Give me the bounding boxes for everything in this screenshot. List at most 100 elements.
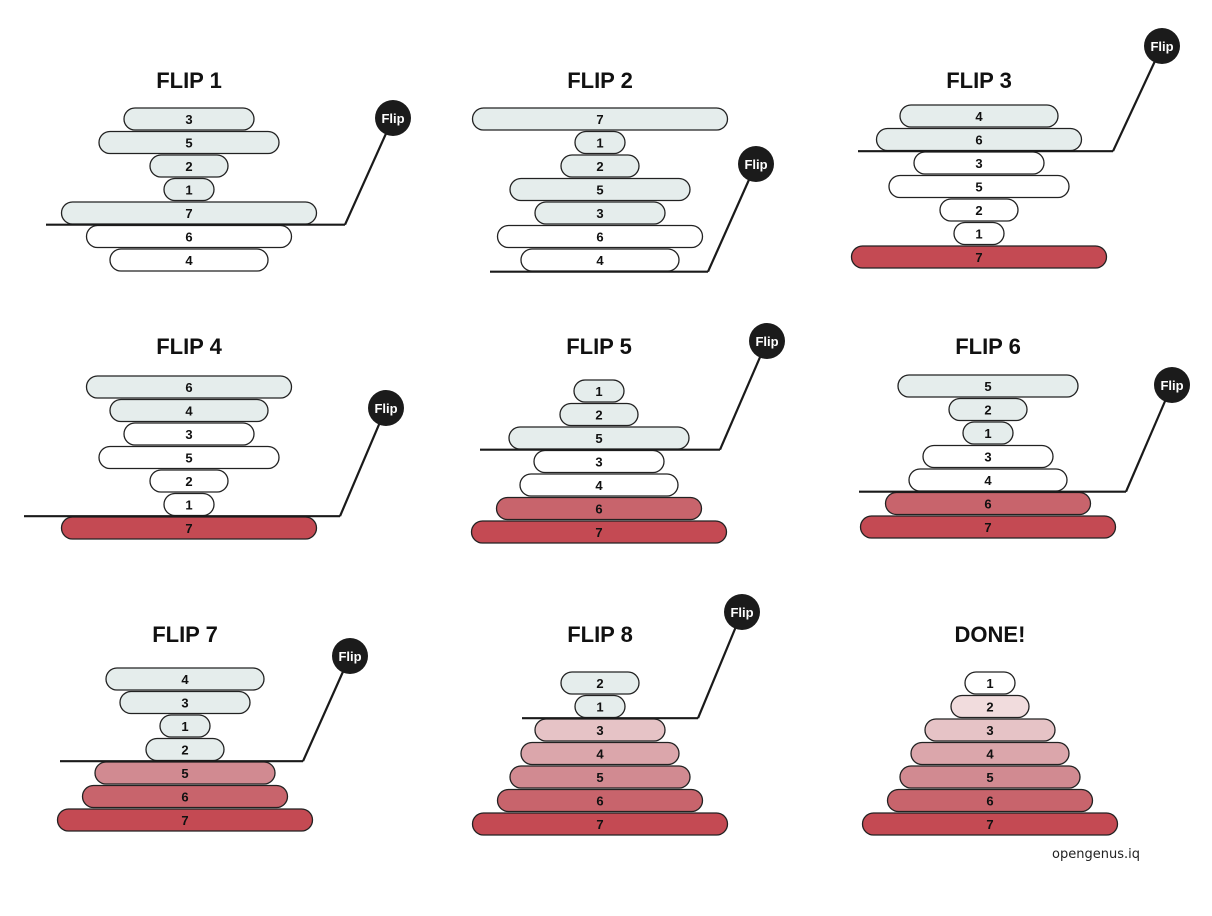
pancake-disk <box>98 130 280 155</box>
panel-title: DONE! <box>955 622 1026 647</box>
pancake-label: 4 <box>596 747 604 762</box>
pancake-disk <box>149 469 229 493</box>
pancake-disk <box>939 198 1019 222</box>
pancake-disk <box>85 375 293 399</box>
pancake-label: 6 <box>975 133 982 148</box>
pancake-disk <box>950 694 1030 719</box>
pancake-label: 1 <box>181 719 188 734</box>
pancake-label: 3 <box>181 696 188 711</box>
pancake-label: 5 <box>185 136 192 151</box>
pancake-disk <box>98 445 280 470</box>
pancake-disk <box>861 812 1119 836</box>
pancake-disk <box>496 788 704 813</box>
pancake-label: 1 <box>595 384 602 399</box>
pancake-label: 1 <box>984 426 991 441</box>
pancake-label: 1 <box>185 183 192 198</box>
pancake-label: 3 <box>984 450 991 465</box>
flip-marker-label: Flip <box>755 334 778 349</box>
pancake-label: 4 <box>596 253 604 268</box>
pancake-label: 5 <box>975 180 982 195</box>
flip-marker-circle <box>738 146 774 182</box>
pancake-disk <box>81 784 289 809</box>
pancake-label: 2 <box>596 676 603 691</box>
pancake-label: 7 <box>984 520 991 535</box>
pancake-label: 3 <box>596 723 603 738</box>
flip-marker-label: Flip <box>374 401 397 416</box>
pancake-disk <box>119 690 251 715</box>
pancake-disk <box>163 177 215 202</box>
pancake-label: 7 <box>595 525 602 540</box>
pancake-label: 3 <box>596 206 603 221</box>
flip-spatula-handle <box>343 117 395 226</box>
pancake-disk <box>899 765 1081 789</box>
flip-marker-circle <box>332 638 368 674</box>
flip-spatula-handle <box>338 407 388 517</box>
flip-marker-circle <box>1154 367 1190 403</box>
flip-marker-label: Flip <box>744 157 767 172</box>
pancake-disk <box>123 422 255 446</box>
flip-spatula-handle <box>1112 45 1163 152</box>
flip-marker-circle <box>375 100 411 136</box>
pancake-disk <box>123 107 255 131</box>
pancake-label: 6 <box>596 794 603 809</box>
pancake-label: 7 <box>185 206 192 221</box>
pancake-label: 1 <box>185 498 192 513</box>
flip-marker-label: Flip <box>338 649 361 664</box>
panel-title: FLIP 6 <box>955 334 1021 359</box>
panel-title: FLIP 2 <box>567 68 633 93</box>
pancake-disk <box>859 515 1117 539</box>
pancake-label: 6 <box>185 380 192 395</box>
pancake-disk <box>899 104 1059 128</box>
flip-marker-circle <box>724 594 760 630</box>
pancake-disk <box>964 671 1016 695</box>
panel-title: FLIP 4 <box>156 334 222 359</box>
pancake-disk <box>953 221 1005 246</box>
pancake-disk <box>496 224 704 249</box>
pancake-disk <box>159 714 211 738</box>
pancake-label: 1 <box>596 700 603 715</box>
pancake-label: 7 <box>181 813 188 828</box>
pancake-disk <box>948 397 1028 422</box>
flip-spatula-handle <box>706 163 758 273</box>
pancake-disk <box>888 174 1070 199</box>
pancake-disk <box>850 245 1108 269</box>
panel-title: FLIP 5 <box>566 334 632 359</box>
flip-marker-label: Flip <box>1150 39 1173 54</box>
pancake-disk <box>105 667 265 691</box>
pancake-disk <box>560 671 640 695</box>
pancake-label: 5 <box>595 431 602 446</box>
pancake-label: 7 <box>596 112 603 127</box>
pancake-disk <box>560 154 640 178</box>
pancake-disk <box>470 520 728 544</box>
flip-marker-label: Flip <box>381 111 404 126</box>
pancake-label: 2 <box>596 159 603 174</box>
credit-text: opengenus.iq <box>1052 847 1140 862</box>
pancake-label: 5 <box>185 451 192 466</box>
flip-spatula-handle <box>696 611 744 719</box>
pancake-disk <box>534 201 666 225</box>
pancake-label: 6 <box>181 790 188 805</box>
flip-spatula-handle <box>718 340 769 451</box>
flip-marker-label: Flip <box>1160 378 1183 393</box>
pancake-label: 6 <box>596 230 603 245</box>
pancake-label: 5 <box>986 770 993 785</box>
pancake-label: 3 <box>975 156 982 171</box>
panel-title: FLIP 1 <box>156 68 222 93</box>
pancake-label: 5 <box>596 183 603 198</box>
pancake-label: 5 <box>984 379 991 394</box>
pancake-label: 4 <box>975 109 983 124</box>
pancake-label: 1 <box>975 227 982 242</box>
panel-title: FLIP 8 <box>567 622 633 647</box>
pancake-label: 7 <box>185 521 192 536</box>
pancake-disk <box>924 718 1056 742</box>
panel-title: FLIP 3 <box>946 68 1012 93</box>
pancake-label: 2 <box>181 743 188 758</box>
flip-marker-label: Flip <box>730 605 753 620</box>
pancake-label: 1 <box>986 676 993 691</box>
pancake-label: 2 <box>595 408 602 423</box>
pancake-label: 4 <box>185 253 193 268</box>
